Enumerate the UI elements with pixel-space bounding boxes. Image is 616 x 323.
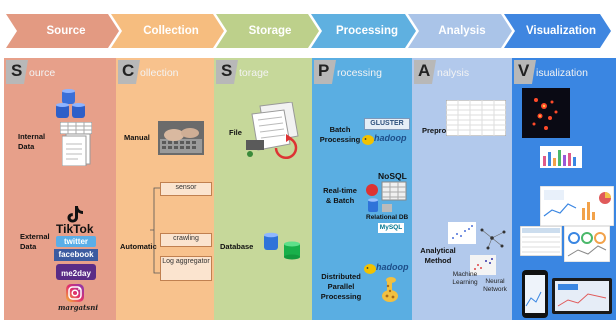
tiktok-icon — [67, 206, 83, 223]
storage-panel — [214, 58, 312, 320]
analytical-method-label: Analytical Method — [420, 246, 456, 265]
relational-db-label: Relational DB — [366, 214, 409, 221]
crawling-box: crawling — [160, 233, 212, 247]
database-stack-icon — [56, 89, 85, 118]
external-data-label: External Data — [20, 232, 50, 251]
hadoop-elephant-icon — [362, 135, 374, 145]
report-sheet-icon — [520, 226, 562, 256]
realtime-batch-label: Real-time & Batch — [323, 186, 357, 205]
nosql-cluster-icon — [366, 181, 407, 212]
margatsni-logo: margatsni — [58, 303, 98, 312]
me2day-logo: me2day — [56, 264, 96, 280]
phase-letter-collection: C — [122, 61, 135, 80]
file-storage-photo-icon — [246, 102, 299, 160]
neural-network-label: Neural Network — [483, 278, 507, 293]
heatmap-map-icon — [522, 88, 570, 138]
phase-title-collection: ollection — [140, 67, 179, 79]
batch-processing-label: Batch Processing — [319, 125, 361, 144]
typing-hands-photo-icon — [158, 121, 204, 155]
scatter-plot-icon — [448, 222, 476, 244]
phase-title-analysis: nalysis — [437, 67, 470, 79]
bracket-connector — [150, 187, 161, 274]
stage-label-visualization: Visualization — [525, 25, 597, 37]
twitter-logo: twitter — [56, 236, 96, 247]
phase-title-visualization: isualization — [536, 67, 588, 79]
chevron-processing — [311, 14, 416, 48]
header-chevrons — [6, 14, 611, 48]
phase-letter-analysis: A — [418, 61, 431, 80]
bar-chart-icon — [540, 146, 582, 168]
phase-letter-visualization: V — [518, 61, 530, 80]
data-table-icon — [446, 100, 506, 136]
hadoop-elephant-icon-2 — [364, 264, 376, 274]
stage-label-processing: Processing — [336, 25, 398, 37]
spreadsheet-icon — [60, 122, 92, 134]
phase-letter-processing: P — [318, 61, 330, 80]
facebook-logo: facebook — [54, 249, 98, 261]
gauges-panel-icon — [564, 226, 610, 262]
distributed-processing-label: Distributed Parallel Processing — [320, 272, 362, 301]
file-label: File — [229, 128, 242, 137]
ml-scatter-icon — [470, 255, 496, 275]
database-label: Database — [220, 242, 254, 251]
internal-data-label: Internal Data — [18, 132, 46, 151]
phase-title-processing: rocessing — [337, 67, 382, 79]
gluster-logo: GLUSTER — [364, 118, 410, 130]
dashboard-charts-icon — [540, 186, 614, 226]
log-aggregator-box: Log aggregator — [160, 256, 212, 281]
document-icon — [62, 134, 91, 166]
chevron-source — [6, 14, 119, 48]
stage-label-collection: Collection — [143, 25, 199, 37]
sensor-box: sensor — [160, 182, 212, 196]
nosql-label: NoSQL — [378, 171, 407, 181]
automatic-label: Automatic — [120, 242, 157, 251]
chevron-collection — [111, 14, 224, 48]
device-mockups-icon — [522, 270, 612, 318]
hadoop-logo-batch: hadoop — [374, 133, 407, 143]
phase-title-source: ource — [29, 67, 56, 79]
tiktok-logo-text: TikTok — [56, 222, 94, 236]
hadoop-logo-distributed: hadoop — [376, 262, 409, 272]
chevron-storage — [216, 14, 319, 48]
database-cylinders-icon — [264, 232, 300, 260]
mysql-logo: MySQL — [378, 223, 404, 233]
stage-label-storage: Storage — [248, 25, 292, 37]
machine-learning-label: Machine Learning — [452, 271, 478, 286]
phase-letter-storage: S — [221, 61, 233, 80]
stage-label-source: Source — [46, 25, 86, 37]
stage-label-analysis: Analysis — [438, 25, 486, 37]
instagram-icon — [66, 284, 84, 302]
manual-label: Manual — [124, 133, 150, 142]
chevron-visualization — [504, 14, 611, 48]
network-graph-icon — [480, 228, 506, 250]
phase-title-storage: torage — [239, 67, 269, 79]
phase-letter-source: S — [11, 61, 23, 80]
chevron-analysis — [408, 14, 512, 48]
giraffe-icon — [382, 277, 398, 302]
